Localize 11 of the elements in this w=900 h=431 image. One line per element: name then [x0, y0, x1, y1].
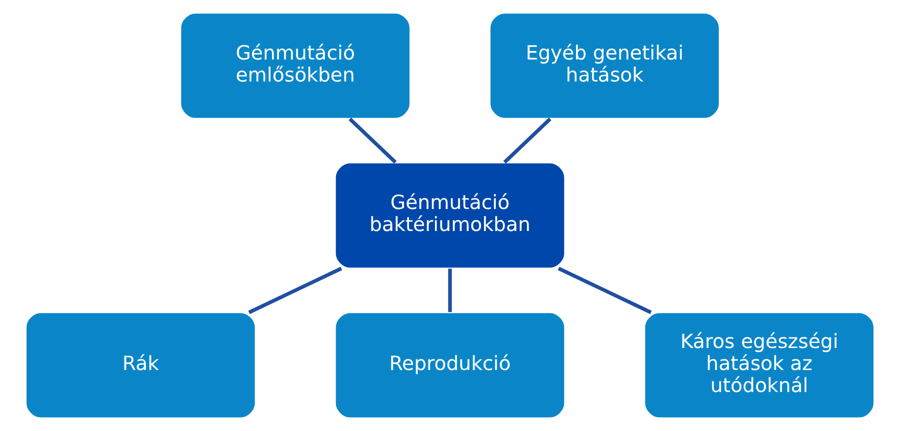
connector — [348, 118, 397, 164]
node-box: Reprodukció — [334, 312, 566, 419]
node-box: Káros egészségi hatások az utódoknál — [644, 312, 875, 419]
connector — [558, 266, 652, 314]
node-box: Egyéb genetikai hatások — [489, 12, 720, 120]
node-box: Rák — [25, 312, 256, 419]
node-box: Génmutáció emlősökben — [180, 12, 411, 120]
node-box: Génmutáció baktériumokban — [334, 162, 566, 269]
connector — [503, 118, 552, 164]
connector — [248, 266, 342, 314]
connector — [448, 268, 452, 312]
